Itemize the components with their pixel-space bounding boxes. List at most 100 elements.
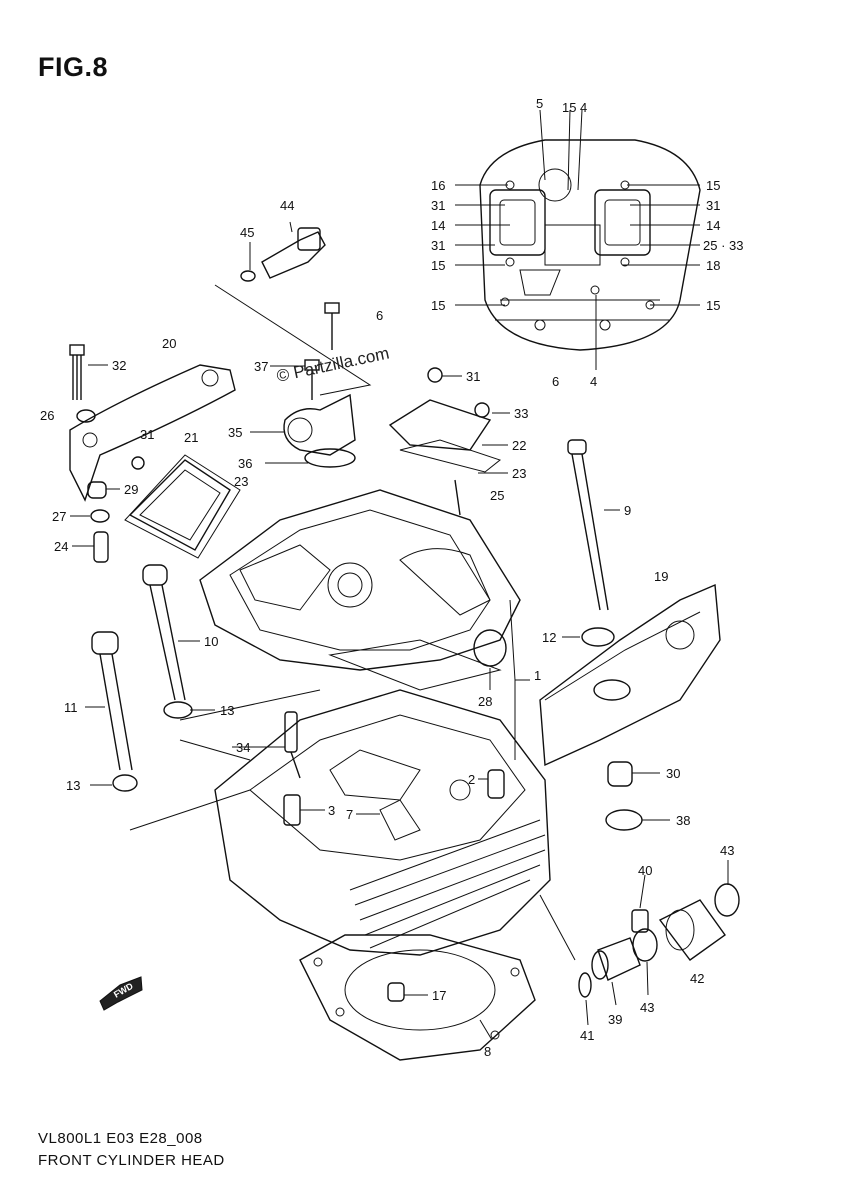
callout-15: 15 <box>706 178 720 193</box>
callout-44: 44 <box>280 198 294 213</box>
callout-8: 8 <box>484 1044 491 1059</box>
cylinder-head <box>214 689 551 956</box>
bolt-31-cover <box>131 456 145 470</box>
callout-43: 43 <box>640 1000 654 1015</box>
callout-13: 13 <box>220 703 234 718</box>
callout-31: 31 <box>466 369 480 384</box>
callout-11: 11 <box>64 700 78 715</box>
callout-42: 42 <box>690 971 704 986</box>
callout-22: 22 <box>512 438 526 453</box>
dowel-2 <box>487 769 505 799</box>
collar-38 <box>605 809 643 831</box>
callout-21: 21 <box>184 430 198 445</box>
bolt-32 <box>69 344 85 400</box>
callout-2: 2 <box>468 772 475 787</box>
valve-cover-21 <box>124 454 241 559</box>
collar-24 <box>93 531 109 563</box>
callout-4: 4 <box>580 100 587 115</box>
washer-27 <box>90 509 110 523</box>
callout-43: 43 <box>720 843 734 858</box>
partzilla-watermark: © Partzilla.com <box>275 344 391 386</box>
heat-shield-bracket <box>69 364 236 502</box>
plug-28 <box>473 629 507 667</box>
fwd-arrow: FWD <box>99 976 143 1011</box>
callout-15: 15 <box>431 258 445 273</box>
callout-3: 3 <box>328 803 335 818</box>
clamp-43-lower <box>632 928 658 962</box>
bolt-33 <box>474 402 490 418</box>
callout-15: 15 <box>431 298 445 313</box>
callout-18: 18 <box>706 258 720 273</box>
callout-23: 23 <box>234 474 248 489</box>
washer-13-upper <box>163 701 193 719</box>
callout-45: 45 <box>240 225 254 240</box>
callout-34: 34 <box>236 740 250 755</box>
coolant-union-39 <box>591 937 641 981</box>
hose-42 <box>658 899 726 961</box>
bolt-6 <box>324 302 340 350</box>
grommet-30 <box>607 761 633 787</box>
callout-10: 10 <box>204 634 218 649</box>
callout-24: 24 <box>54 539 68 554</box>
callout-20: 20 <box>162 336 176 351</box>
o-ring-41 <box>578 972 592 998</box>
head-gasket-8 <box>299 934 536 1061</box>
callout-14: 14 <box>706 218 720 233</box>
washer-26 <box>76 409 96 423</box>
section-name: FRONT CYLINDER HEAD <box>38 1152 225 1169</box>
heat-shield-19 <box>539 583 721 767</box>
callout-28: 28 <box>478 694 492 709</box>
callout-labels: 5 15 4 1 6 15 31 31 14 14 31 25 · 33 15 1… <box>40 96 743 1059</box>
spark-plug-34 <box>284 711 301 779</box>
callout-13: 13 <box>66 778 80 793</box>
cylinder-head-top-view <box>479 139 701 351</box>
callout-19: 19 <box>654 569 668 584</box>
valve-cover-22 <box>388 399 502 516</box>
callout-17: 17 <box>432 988 446 1003</box>
callout-7: 7 <box>346 807 353 822</box>
callout-1: 1 <box>534 668 541 683</box>
callout-31: 31 <box>706 198 720 213</box>
leader-lines <box>70 109 729 1041</box>
callout-14: 14 <box>431 218 445 233</box>
callout-12: 12 <box>542 630 556 645</box>
callout-31: 31 <box>431 238 445 253</box>
callout-26: 26 <box>40 408 54 423</box>
callout-35: 35 <box>228 425 242 440</box>
bleed-bolt-40 <box>631 909 649 933</box>
callout-37: 37 <box>254 359 268 374</box>
callout-25-33: 25 · 33 <box>703 238 743 253</box>
temperature-sensor <box>240 227 326 282</box>
callout-36: 36 <box>238 456 252 471</box>
callout-32: 32 <box>112 358 126 373</box>
model-code: VL800L1 E03 E28_008 <box>38 1130 203 1147</box>
callout-23: 23 <box>512 466 526 481</box>
bolt-10 <box>142 564 186 701</box>
callout-5: 5 <box>536 96 543 111</box>
callout-15: 15 <box>562 100 576 115</box>
bolt-9 <box>567 439 609 611</box>
bolt-37 <box>304 359 320 400</box>
dowel-17 <box>387 982 405 1002</box>
callout-31: 31 <box>140 427 154 442</box>
callout-9: 9 <box>624 503 631 518</box>
washer-13-lower <box>112 774 138 792</box>
callout-15: 15 <box>706 298 720 313</box>
clamp-43-upper <box>714 883 740 917</box>
bolt-31-top <box>427 367 443 383</box>
washer-12 <box>581 627 615 647</box>
callout-6: 6 <box>552 374 559 389</box>
callout-29: 29 <box>124 482 138 497</box>
cylinder-head-cover <box>199 489 521 691</box>
callout-4: 4 <box>590 374 597 389</box>
callout-33: 33 <box>514 406 528 421</box>
grommet-29 <box>87 481 107 499</box>
callout-31: 31 <box>431 198 445 213</box>
callout-39: 39 <box>608 1012 622 1027</box>
callout-30: 30 <box>666 766 680 781</box>
callout-6: 6 <box>376 308 383 323</box>
bolt-11 <box>91 631 133 771</box>
callout-38: 38 <box>676 813 690 828</box>
stud-3 <box>283 794 301 826</box>
